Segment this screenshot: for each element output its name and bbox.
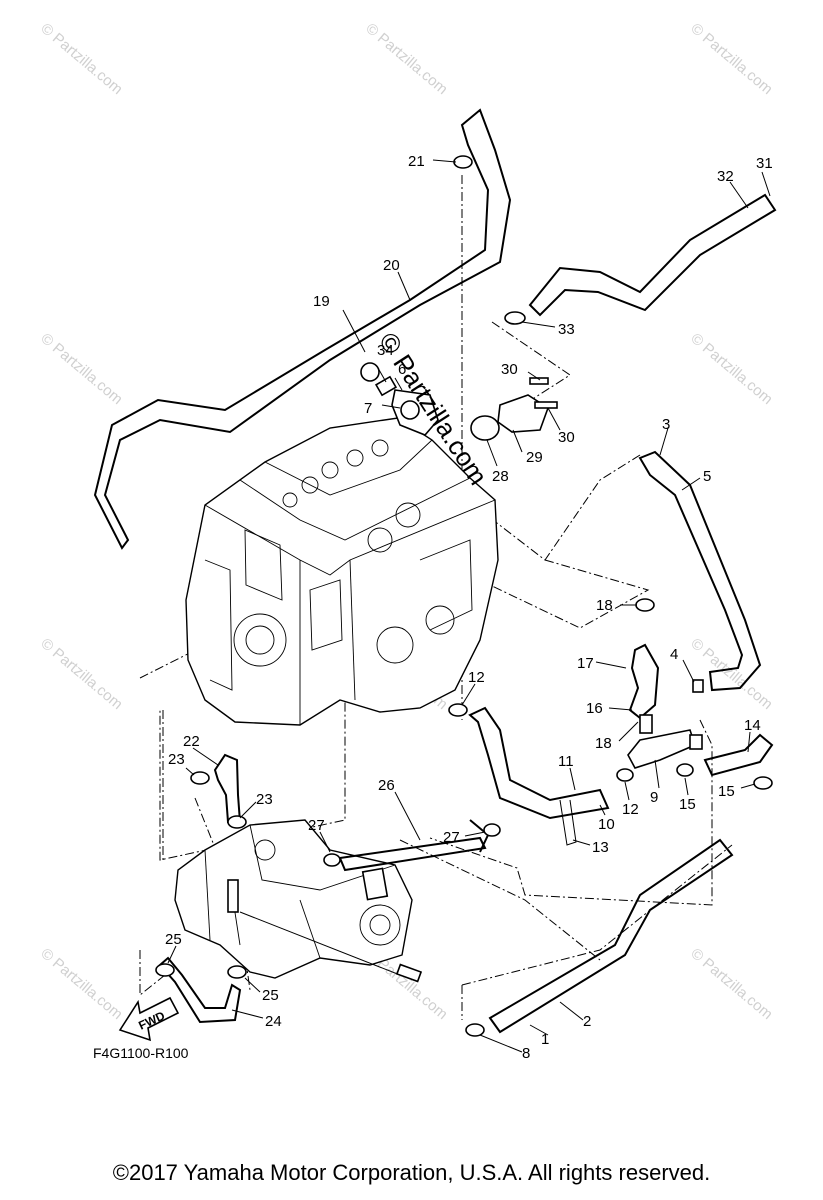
watermark: © Partzilla.com — [687, 330, 775, 408]
callout-label: 16 — [586, 700, 603, 717]
small-parts — [155, 155, 773, 1037]
watermark: © Partzilla.com — [37, 20, 125, 98]
callout-label: 14 — [744, 717, 761, 734]
callout-label: 27 — [308, 817, 325, 834]
callout-label: 15 — [679, 796, 696, 813]
callout-label: 18 — [596, 597, 613, 614]
callout-label: 15 — [718, 783, 735, 800]
copyright-notice: ©2017 Yamaha Motor Corporation, U.S.A. A… — [112, 1160, 711, 1185]
callout-label: 33 — [558, 321, 575, 338]
callout-label: 12 — [468, 669, 485, 686]
callout-label: 11 — [558, 753, 574, 770]
watermark: © Partzilla.com — [687, 945, 775, 1023]
callout-label: 4 — [670, 646, 678, 663]
callout-label: 8 — [522, 1045, 530, 1062]
callout-label: 29 — [526, 449, 543, 466]
callout-label: 7 — [364, 400, 372, 417]
callout-leaders — [167, 159, 771, 1053]
callout-label: 34 — [377, 342, 394, 359]
lower-cooling-unit — [174, 819, 423, 983]
callout-label: 1 — [541, 1031, 549, 1048]
callout-label: 26 — [378, 777, 395, 794]
watermark: © Partzilla.com — [687, 20, 775, 98]
diagram-code: F4G1100-R100 — [93, 1045, 189, 1061]
forward-arrow: FWD — [118, 996, 180, 1042]
callout-label: 3 — [662, 416, 670, 433]
callout-label: 13 — [592, 839, 609, 856]
callout-label: 32 — [717, 168, 734, 185]
callout-label: 23 — [256, 791, 273, 808]
callout-label: 19 — [313, 293, 330, 310]
engine-block — [185, 417, 499, 726]
callout-label: 12 — [622, 801, 639, 818]
callout-label: 27 — [443, 829, 460, 846]
callout-labels: 1 2 3 4 5 6 7 8 9 10 11 12 12 13 14 15 1… — [165, 153, 773, 1062]
callout-label: 9 — [650, 789, 658, 806]
callout-label: 25 — [165, 931, 182, 948]
callout-label: 30 — [558, 429, 575, 446]
callout-label: 17 — [577, 655, 594, 672]
callout-label: 21 — [408, 153, 425, 170]
callout-label: 18 — [595, 735, 612, 752]
watermark: © Partzilla.com — [37, 945, 125, 1023]
callout-label: 5 — [703, 468, 711, 485]
callout-label: 20 — [383, 257, 400, 274]
callout-label: 28 — [492, 468, 509, 485]
callout-label: 6 — [398, 361, 406, 378]
callout-label: 22 — [183, 733, 200, 750]
callout-label: 23 — [168, 751, 185, 768]
callout-label: 24 — [265, 1013, 282, 1030]
watermark: © Partzilla.com — [37, 635, 125, 713]
callout-label: 25 — [262, 987, 279, 1004]
callout-label: 31 — [756, 155, 773, 172]
callout-label: 30 — [501, 361, 518, 378]
watermark: © Partzilla.com — [687, 635, 775, 713]
watermark: © Partzilla.com — [37, 330, 125, 408]
watermark: © Partzilla.com — [362, 20, 450, 98]
callout-label: 10 — [598, 816, 615, 833]
callout-label: 2 — [583, 1013, 591, 1030]
